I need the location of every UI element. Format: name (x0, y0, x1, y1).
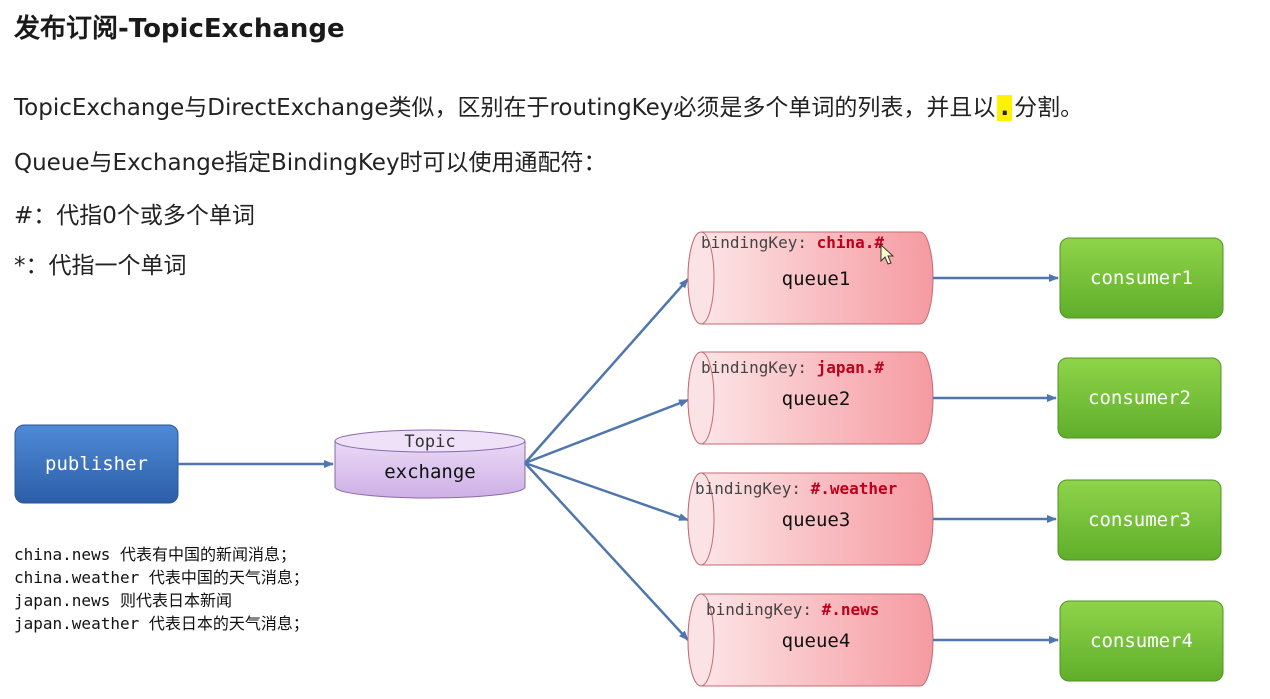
queue4-binding-value: #.news (822, 600, 880, 619)
queue4-binding-prefix: bindingKey: (706, 600, 812, 619)
consumer2-label: consumer2 (1088, 387, 1191, 409)
queue1-binding-value: china.# (817, 233, 885, 252)
queue4-node: bindingKey: #.news queue4 (687, 593, 934, 687)
queue3-node: bindingKey: #.weather queue3 (687, 472, 934, 566)
arrow-exchange-queue2 (524, 398, 689, 465)
queue1-node: bindingKey: china.# queue1 (687, 231, 934, 325)
example-line: china.weather 代表中国的天气消息； (14, 568, 309, 587)
consumer4-label: consumer4 (1090, 630, 1193, 652)
page-title: 发布订阅-TopicExchange (14, 14, 345, 44)
exchange-node: Topic exchange (334, 429, 526, 499)
queue3-binding-value: #.weather (811, 479, 898, 498)
consumer4-node: consumer4 (1059, 600, 1224, 682)
consumer2-node: consumer2 (1057, 357, 1222, 439)
queue3-binding-key: bindingKey: #.weather (695, 479, 897, 498)
example-line: china.news 代表有中国的新闻消息； (14, 545, 296, 564)
queue1-label: queue1 (782, 268, 851, 290)
queue2-binding-key: bindingKey: japan.# (701, 358, 884, 377)
queue2-binding-prefix: bindingKey: (701, 358, 807, 377)
intro-line-1-suffix: 分割。 (1014, 95, 1084, 121)
publisher-node: publisher (14, 424, 179, 504)
routing-key-examples: china.news 代表有中国的新闻消息； china.weather 代表中… (14, 543, 309, 635)
arrow-exchange-queue3 (524, 461, 689, 522)
intro-line-1: TopicExchange与DirectExchange类似，区别在于routi… (14, 88, 1083, 122)
queue3-label: queue3 (782, 509, 851, 531)
example-line: japan.news 则代表日本新闻 (14, 591, 232, 610)
queue4-binding-key: bindingKey: #.news (706, 600, 879, 619)
exchange-label: exchange (384, 461, 476, 483)
consumer3-label: consumer3 (1088, 509, 1191, 531)
intro-line-2: Queue与Exchange指定BindingKey时可以使用通配符： (14, 150, 607, 176)
intro-line-1-prefix: TopicExchange与DirectExchange类似，区别在于routi… (14, 95, 996, 121)
queue1-binding-prefix: bindingKey: (701, 233, 807, 252)
wildcard-hash-desc: #：代指0个或多个单词 (14, 203, 255, 229)
arrow-exchange-queue1 (524, 278, 689, 464)
consumer3-node: consumer3 (1057, 479, 1222, 561)
queue1-binding-key: bindingKey: china.# (701, 233, 884, 252)
arrow-exchange-queue4 (524, 462, 689, 641)
consumer1-label: consumer1 (1090, 267, 1193, 289)
exchange-type-label: Topic (404, 432, 455, 452)
mouse-cursor-icon (880, 243, 895, 265)
wildcard-star-desc: *：代指一个单词 (14, 253, 187, 279)
queue2-label: queue2 (782, 388, 851, 410)
highlighted-dot: . (997, 95, 1013, 121)
queue2-node: bindingKey: japan.# queue2 (687, 351, 934, 445)
example-line: japan.weather 代表日本的天气消息； (14, 614, 309, 633)
queue2-binding-value: japan.# (817, 358, 885, 377)
queue3-binding-prefix: bindingKey: (695, 479, 801, 498)
consumer1-node: consumer1 (1059, 237, 1224, 319)
queue4-label: queue4 (782, 630, 851, 652)
publisher-label: publisher (45, 453, 148, 475)
